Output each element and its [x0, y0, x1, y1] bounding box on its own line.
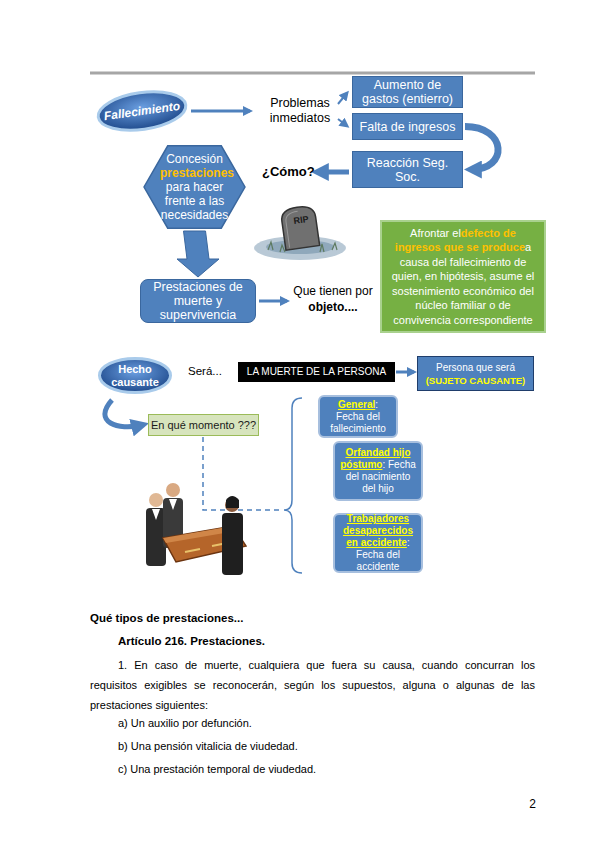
node-text: Prestaciones de muerte y supervivencia [145, 280, 251, 322]
text-label: Que tienen por [291, 284, 375, 299]
text-label: Problemas inmediatos [258, 96, 342, 126]
text-label: 1. En caso de muerte, cualquiera que fue… [90, 655, 535, 715]
node-text-block: Hecho causante [98, 363, 172, 389]
node-text: General [338, 399, 375, 410]
node-text-block: Trabajadores desaparecidos en accidente:… [338, 513, 418, 573]
node-text: Concesión [160, 152, 229, 166]
connector [396, 372, 414, 373]
text-label: objeto.... [291, 300, 375, 315]
tombstone-illustration [254, 205, 346, 260]
node-text-block: LA MUERTE DE LA PERSONA [238, 366, 395, 378]
start-oval: Fallecimiento [94, 85, 191, 137]
node-text: (SUJETO CAUSANTE) [418, 374, 533, 387]
node-text: Trabajadores desaparecidos en accidente [343, 513, 413, 548]
bracket [284, 398, 302, 573]
funeral-illustration [149, 493, 163, 507]
question-box: En qué momento ??? [148, 414, 259, 436]
arrow [338, 93, 347, 104]
node-text-block: Concesiónprestacionespara hacer frente a… [160, 152, 229, 222]
text-label: b) Una pensión vitalicia de viudedad. [118, 740, 518, 752]
node-text-block: Persona que será(SUJETO CAUSANTE) [418, 361, 533, 387]
funeral-illustration [146, 483, 246, 575]
node-text: LA MUERTE DE LA PERSONA [238, 366, 395, 378]
process-box: Prestaciones de muerte y supervivencia [140, 279, 256, 323]
arrow [318, 170, 349, 175]
node-text-block: Orfandad hijo póstumo: Fecha del nacimie… [338, 447, 418, 495]
ellipse-outline [96, 87, 189, 136]
process-box: Falta de ingresos [352, 113, 463, 140]
funeral-illustration [226, 496, 239, 508]
text-label: c) Una prestación temporal de viudedad. [118, 763, 518, 775]
node-text-block: Afrontar eldefecto de ingresos que se pr… [387, 226, 539, 328]
funeral-illustration [222, 513, 243, 575]
tombstone-illustration [280, 205, 319, 250]
tombstone-illustration [280, 205, 319, 250]
node-text: Falta de ingresos [357, 120, 458, 134]
node-text-block: Aumento de gastos (entierro) [357, 78, 458, 106]
node-text: Persona que será [418, 361, 533, 374]
start-oval: Hecho causante [98, 357, 172, 394]
node-text-block: General: Fecha del fallecimiento [323, 399, 393, 435]
funeral-illustration [185, 549, 200, 552]
text-label: Será... [188, 365, 238, 377]
connector-line [465, 127, 498, 170]
arrow [191, 110, 250, 113]
connector-line [105, 400, 142, 427]
connector-line [396, 371, 414, 374]
text-label: 2 [512, 797, 536, 811]
connector [177, 231, 219, 277]
arrow [259, 300, 287, 303]
hexagon-outline [144, 146, 245, 228]
case-box: Trabajadores desaparecidos en accidente:… [333, 513, 423, 573]
node-text: Afrontar el [410, 227, 461, 239]
node-text: Hecho causante [98, 363, 172, 389]
text-label: a) Un auxilio por defunción. [118, 717, 518, 729]
process-box: Aumento de gastos (entierro) [352, 76, 463, 108]
funeral-illustration [166, 483, 180, 497]
funeral-illustration [152, 509, 160, 520]
node-text: a causa del fallecimiento de quien, en h… [392, 241, 534, 326]
top-rule [90, 72, 535, 75]
process-box: LA MUERTE DE LA PERSONA [238, 362, 395, 382]
text-label: Artículo 216. Prestaciones. [118, 635, 418, 647]
process-box: Persona que será(SUJETO CAUSANTE) [417, 356, 534, 391]
case-box: General: Fecha del fallecimiento [318, 395, 398, 438]
text-label: ¿Cómo? [262, 164, 314, 179]
note-box: Afrontar eldefecto de ingresos que se pr… [380, 220, 546, 333]
text-label: Qué tipos de prestaciones... [90, 612, 390, 624]
node-text-block: En qué momento ??? [149, 419, 258, 432]
node-text-block: Reacción Seg. Soc. [357, 156, 458, 184]
case-box: Orfandad hijo póstumo: Fecha del nacimie… [333, 441, 423, 501]
hexagon-box: Concesiónprestacionespara hacer frente a… [143, 145, 246, 229]
bracket [203, 437, 283, 510]
node-text: para hacer frente a las necesidades [160, 180, 229, 222]
connector-line [177, 231, 219, 277]
funeral-illustration [169, 499, 177, 510]
node-text: prestaciones [160, 166, 229, 180]
node-text: En qué momento ??? [149, 419, 258, 432]
connector [465, 127, 498, 170]
node-text: Reacción Seg. Soc. [357, 156, 458, 184]
node-text: Aumento de gastos (entierro) [357, 78, 458, 106]
node-text-block: Prestaciones de muerte y supervivencia [145, 280, 251, 322]
connector [105, 400, 142, 427]
process-box: Reacción Seg. Soc. [352, 151, 463, 188]
node-text-block: Falta de ingresos [357, 120, 458, 134]
arrow [338, 119, 347, 126]
